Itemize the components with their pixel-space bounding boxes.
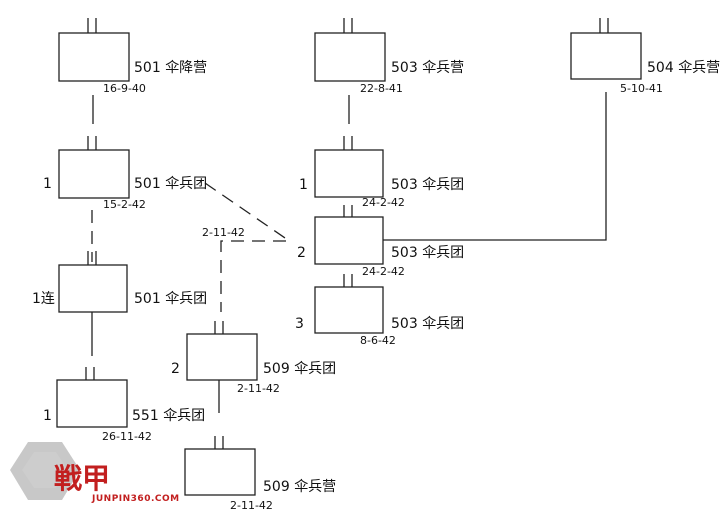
unit-date-501b: 15-2-42 [103,198,146,211]
unit-box-509a [186,333,258,381]
unit-box-501b [58,149,130,199]
unit-date-503a: 22-8-41 [360,82,403,95]
unit-side-503c: 2 [297,245,306,261]
jp-logo-icon: 戦 甲 [10,442,110,500]
unit-label-504: 504 伞兵营 [647,60,720,76]
unit-date-503b: 24-2-42 [362,196,405,209]
box-ticks [85,18,609,449]
unit-date-551: 26-11-42 [102,430,152,443]
unit-side-503d: 3 [295,316,304,332]
unit-box-551 [56,379,128,428]
unit-date-501a: 16-9-40 [103,82,146,95]
unit-side-501c: 1连 [32,291,55,307]
unit-box-503a [314,32,386,82]
watermark-text: JUNPIN360.COM [92,494,180,504]
unit-side-509a: 2 [171,361,180,377]
unit-date-503c: 24-2-42 [362,265,405,278]
unit-date-503d: 8-6-42 [360,334,396,347]
unit-date-509b: 2-11-42 [230,499,273,512]
link-501b-503c [204,182,289,241]
unit-box-503d [314,286,384,334]
unit-label-503a: 503 伞兵营 [391,60,465,76]
unit-side-551: 1 [43,408,52,424]
unit-label-501a: 501 伞降营 [134,60,208,76]
unit-label-503c: 503 伞兵团 [391,245,465,261]
unit-box-501c [58,264,128,313]
transfer-date-label: 2-11-42 [202,226,245,239]
link-504-503c [383,92,607,241]
unit-box-509b [184,448,256,496]
unit-label-509b: 509 伞兵营 [263,479,337,495]
unit-label-509a: 509 伞兵团 [263,361,337,377]
unit-label-503b: 503 伞兵团 [391,177,465,193]
unit-side-503b: 1 [299,177,308,193]
unit-box-503b [314,149,384,198]
link-503c-509a [220,240,286,312]
unit-label-503d: 503 伞兵团 [391,316,465,332]
unit-box-501a [58,32,130,82]
unit-box-504 [570,32,642,80]
unit-date-509a: 2-11-42 [237,382,280,395]
svg-text:甲: 甲 [82,462,110,495]
unit-side-501b: 1 [43,176,52,192]
unit-label-551: 551 伞兵团 [132,408,206,424]
unit-box-503c [314,216,384,265]
svg-text:戦: 戦 [54,462,82,495]
unit-label-501b: 501 伞兵团 [134,176,208,192]
unit-label-501c: 501 伞兵团 [134,291,208,307]
unit-date-504: 5-10-41 [620,82,663,95]
